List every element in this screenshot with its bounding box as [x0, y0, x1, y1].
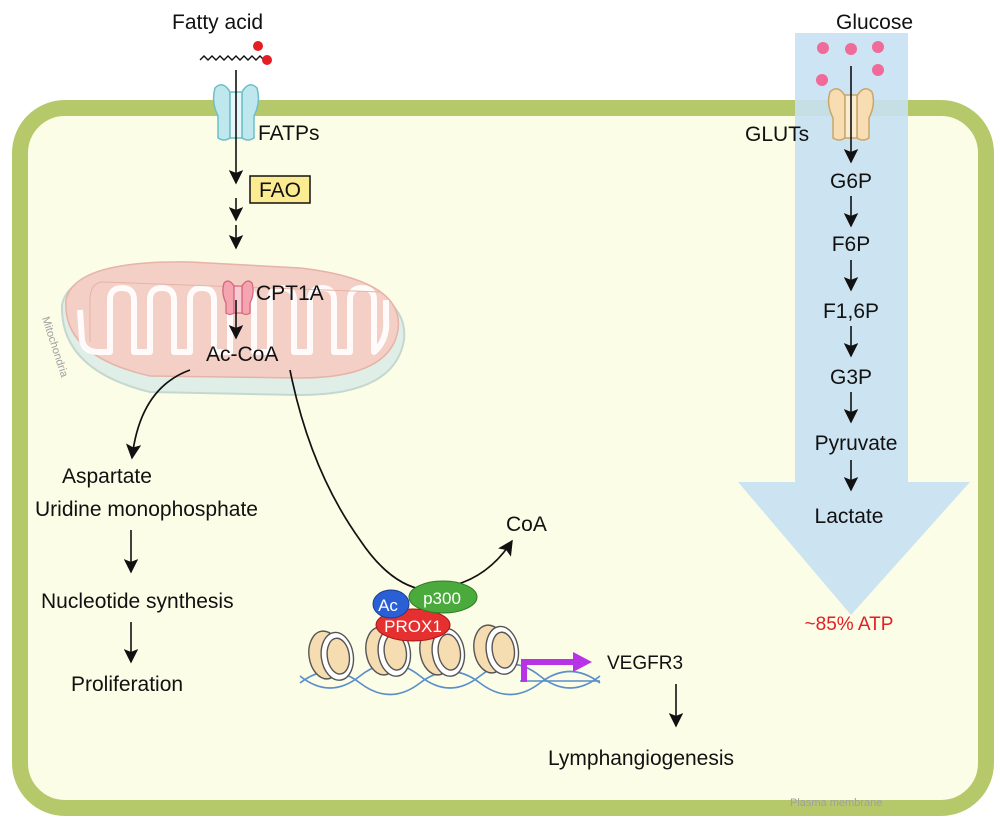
glucose-label: Glucose	[836, 11, 913, 34]
fatty-acid-chain-icon	[199, 55, 265, 61]
cpt1a-transporter-icon	[222, 280, 254, 316]
p300-label: p300	[423, 589, 461, 608]
prox1-label: PROX1	[384, 617, 442, 636]
glucose-molecules	[816, 41, 884, 86]
acetyl-coa-label: Ac-CoA	[206, 343, 278, 366]
fatp-transporter-icon	[212, 84, 260, 141]
ac-label: Ac	[378, 596, 398, 615]
fao-label: FAO	[259, 179, 301, 202]
glycolysis-arrow	[738, 33, 970, 615]
mitochondrion	[60, 261, 406, 397]
fatps-label: FATPs	[258, 122, 319, 145]
nucleotide-synthesis-label: Nucleotide synthesis	[41, 590, 234, 613]
glycolysis-step: Lactate	[815, 505, 884, 528]
glycolysis-step: Pyruvate	[815, 432, 898, 455]
glycolysis-step: F1,6P	[823, 300, 879, 323]
glycolysis-step: G3P	[830, 366, 872, 389]
fao-box	[249, 175, 311, 204]
plasma-membrane-label: Plasma membrane	[790, 797, 882, 809]
proliferation-label: Proliferation	[71, 673, 183, 696]
coa-label: CoA	[506, 513, 547, 536]
aspartate-label: Aspartate	[62, 465, 152, 488]
ac-group	[372, 589, 410, 619]
glycolysis-step: G6P	[830, 170, 872, 193]
promoter-arrow-icon	[521, 659, 575, 682]
p300-protein	[408, 580, 478, 614]
cpt1a-label: CPT1A	[256, 282, 324, 305]
lymphangiogenesis-label: Lymphangiogenesis	[548, 747, 734, 770]
glut-transporter-icon	[827, 88, 875, 141]
atp-yield: ~85% ATP	[805, 614, 894, 635]
vegfr3-label: VEGFR3	[607, 653, 683, 674]
ump-label: Uridine monophosphate	[35, 498, 258, 521]
glycolysis-step: F6P	[832, 233, 871, 256]
gluts-label: GLUTs	[745, 123, 809, 146]
fatty-acid-label: Fatty acid	[172, 11, 263, 34]
